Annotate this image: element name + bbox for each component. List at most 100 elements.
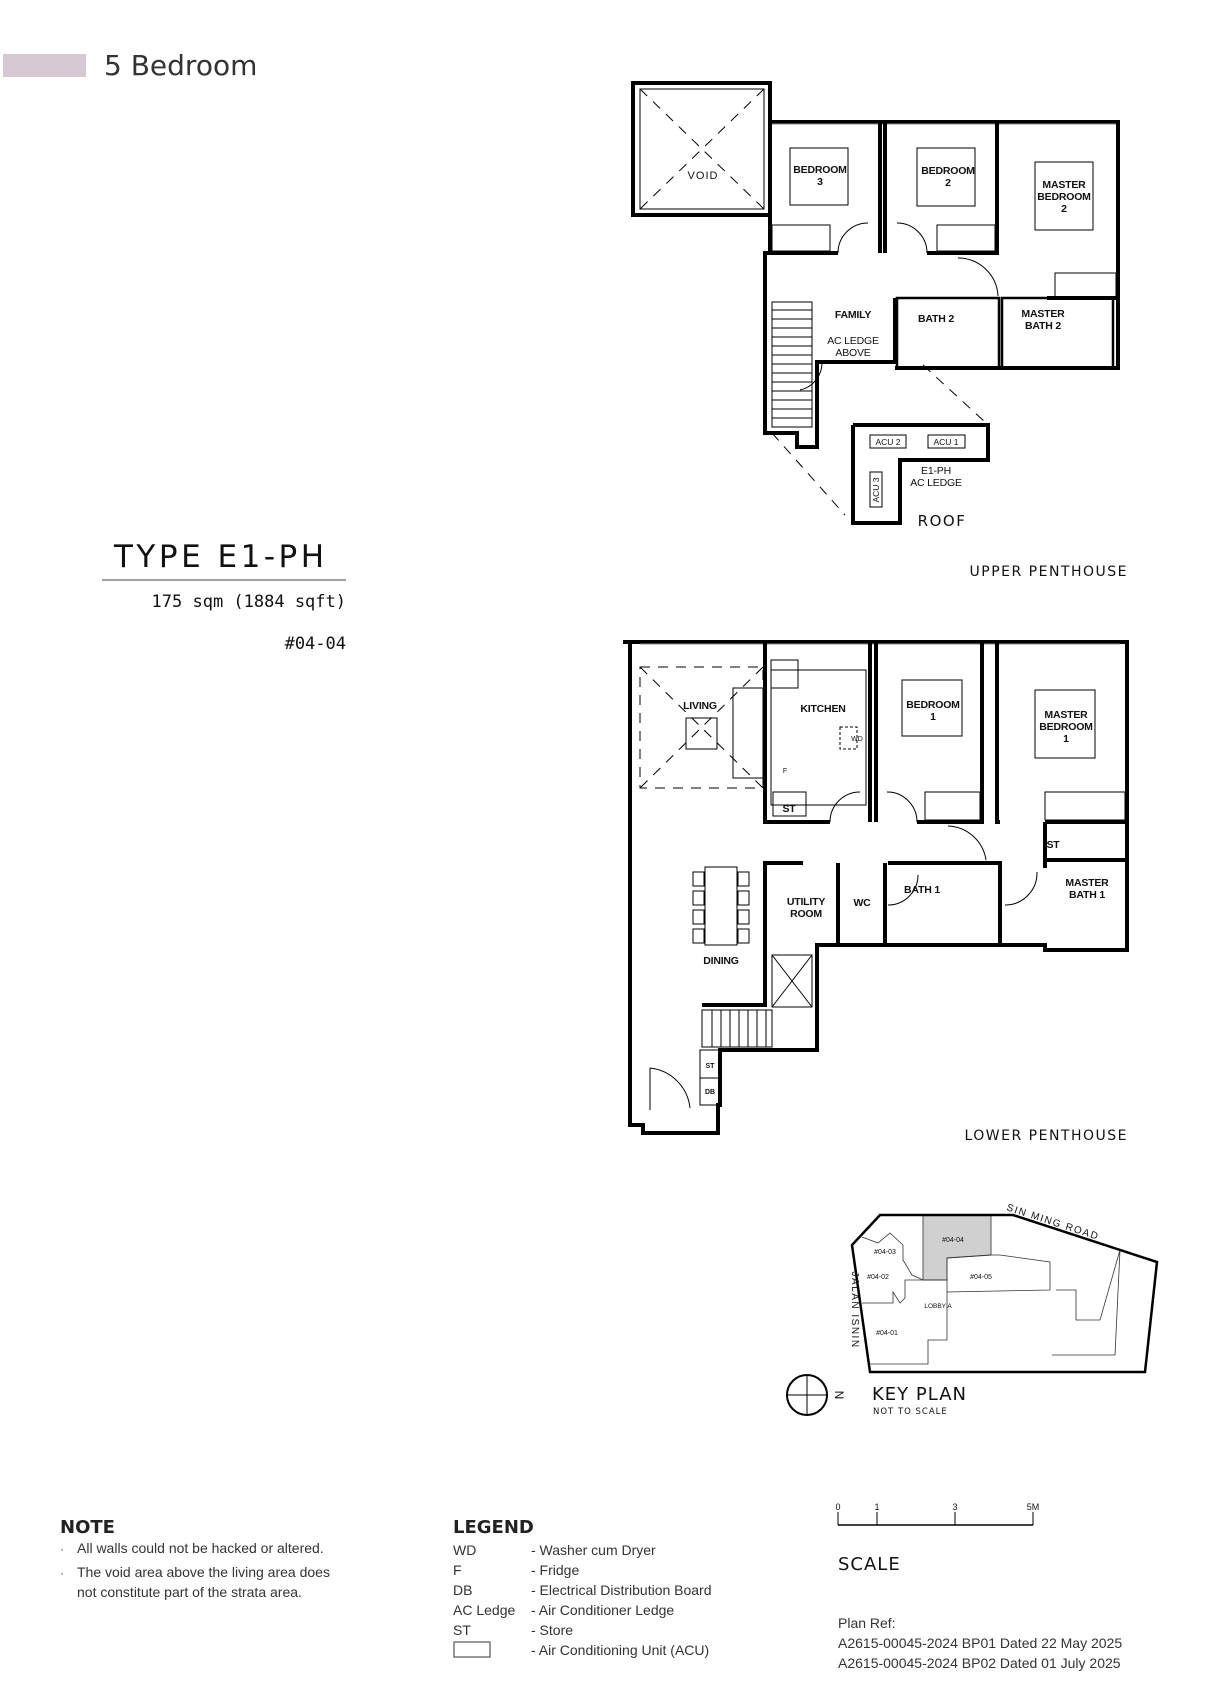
master-bedroom-2-label: MASTER xyxy=(1042,179,1086,191)
kitchen-label: KITCHEN xyxy=(800,703,845,715)
unit-number: #04-04 xyxy=(285,634,346,654)
upper-outer-wall xyxy=(770,120,1120,370)
sofa xyxy=(732,687,764,779)
wd-label: WD xyxy=(851,736,863,743)
bedroom-2-label: BEDROOM xyxy=(921,165,975,177)
dining-chair xyxy=(692,871,705,887)
bedroom-1-label: BEDROOM xyxy=(906,699,960,711)
key-plan-unit-label: #04-03 xyxy=(874,1249,896,1256)
ac-ledge-above-label: AC LEDGE xyxy=(827,335,879,347)
header-accent-bar xyxy=(3,54,86,77)
scale-section: 0 1 3 5M SCALE Plan Ref: A2615-00045-202… xyxy=(835,1502,1122,1671)
plan-ref-title: Plan Ref: xyxy=(838,1615,896,1631)
key-plan: #04-03 #04-04 #04-02 #04-05 LOBBY A #04-… xyxy=(786,1202,1159,1417)
bedroom-3-label: 3 xyxy=(817,176,823,188)
legend-description: - Fridge xyxy=(531,1562,579,1578)
upper-penthouse-plan: VOID ACU 2 ACU 1 xyxy=(631,81,1127,580)
ac-ledge-label: E1-PH xyxy=(921,465,951,477)
master-bedroom-1-label: 1 xyxy=(1063,733,1069,745)
dining-table xyxy=(704,866,738,946)
key-plan-subtitle: NOT TO SCALE xyxy=(873,1407,948,1417)
key-plan-highlight-unit xyxy=(922,1214,992,1281)
ac-ledge xyxy=(851,423,990,525)
dining-chair xyxy=(692,928,705,944)
note-item: The void area above the living area does xyxy=(77,1564,330,1580)
lower-staircase xyxy=(701,1009,773,1048)
acu-3-label: ACU 3 xyxy=(871,477,881,502)
legend-description: - Air Conditioner Ledge xyxy=(531,1602,674,1618)
master-bedroom-2-label: BEDROOM xyxy=(1037,191,1091,203)
dining-label: DINING xyxy=(703,955,739,967)
scale-tick-label: 1 xyxy=(874,1502,879,1512)
legend-key: ST xyxy=(453,1622,471,1638)
acu-2-label: ACU 2 xyxy=(875,437,900,447)
dining-chair xyxy=(737,928,750,944)
legend-key: WD xyxy=(453,1542,476,1558)
acu-1-label: ACU 1 xyxy=(933,437,958,447)
master-bath-1-label: MASTER xyxy=(1065,877,1109,889)
unit-area: 175 sqm (1884 sqft) xyxy=(152,592,346,612)
plan-ref-line: A2615-00045-2024 BP01 Dated 22 May 2025 xyxy=(838,1635,1122,1651)
north-arrow-icon: N xyxy=(786,1374,846,1416)
plan-ref-line: A2615-00045-2024 BP02 Dated 01 July 2025 xyxy=(838,1655,1121,1671)
master-bedroom-2-label: 2 xyxy=(1061,203,1067,215)
entrance-door xyxy=(649,1067,691,1109)
note-title: NOTE xyxy=(60,1517,115,1538)
master-store-label: ST xyxy=(1046,839,1060,851)
note-section: NOTE · All walls could not be hacked or … xyxy=(60,1517,330,1600)
unit-type: TYPE E1-PH xyxy=(113,539,328,575)
master-bath-2-label: MASTER xyxy=(1021,308,1065,320)
acu-3-box xyxy=(869,471,883,508)
legend-description: - Store xyxy=(531,1622,573,1638)
legend-title: LEGEND xyxy=(453,1517,534,1538)
legend-description: - Electrical Distribution Board xyxy=(531,1582,712,1598)
key-plan-unit-label: #04-02 xyxy=(867,1274,889,1281)
master-bedroom-1-label: BEDROOM xyxy=(1039,721,1093,733)
living-label: LIVING xyxy=(683,700,717,712)
legend-key: F xyxy=(453,1562,462,1578)
master-bedroom-1-label: MASTER xyxy=(1044,709,1088,721)
ac-ledge-label: AC LEDGE xyxy=(910,477,962,489)
key-plan-unit-label: #04-05 xyxy=(970,1274,992,1281)
svg-text:·: · xyxy=(60,1566,64,1580)
road-label-left: JALAN ISNIN xyxy=(849,1271,860,1348)
note-item: All walls could not be hacked or altered… xyxy=(77,1540,324,1556)
legend-key: DB xyxy=(453,1582,472,1598)
key-plan-title: KEY PLAN xyxy=(872,1384,967,1405)
road-label-top: SIN MING ROAD xyxy=(1005,1202,1100,1242)
db-label: DB xyxy=(705,1089,715,1096)
legend-key: AC Ledge xyxy=(453,1602,515,1618)
note-item: not constitute part of the strata area. xyxy=(77,1584,302,1600)
lower-penthouse-plan: LIVING KITCHEN WD F ST BEDROOM 1 MASTER … xyxy=(623,640,1129,1144)
svg-text:·: · xyxy=(60,1542,64,1556)
bath-2-label: BATH 2 xyxy=(918,313,954,325)
acu-1-box xyxy=(927,434,966,449)
acu-legend-symbol xyxy=(453,1641,491,1658)
scale-title: SCALE xyxy=(838,1554,901,1575)
utility-room-label: ROOM xyxy=(790,908,822,920)
bedroom-3-label: BEDROOM xyxy=(793,164,847,176)
kitchen-store-label: ST xyxy=(782,803,796,815)
void-label: VOID xyxy=(688,170,719,182)
scale-tick-label: 3 xyxy=(952,1502,957,1512)
north-label: N xyxy=(832,1391,846,1400)
bath-1-label: BATH 1 xyxy=(904,884,940,896)
fridge-label: F xyxy=(783,768,787,775)
dining-chair xyxy=(692,909,705,925)
entry-store-label: ST xyxy=(706,1063,716,1070)
wc-label: WC xyxy=(853,897,871,909)
dining-chair xyxy=(737,871,750,887)
key-plan-unit-label: #04-01 xyxy=(876,1330,898,1337)
dining-chair xyxy=(737,909,750,925)
lower-penthouse-caption: LOWER PENTHOUSE xyxy=(964,1128,1128,1144)
dining-chair xyxy=(692,890,705,906)
utility-room-label: UTILITY xyxy=(787,896,825,908)
key-plan-unit-label: #04-04 xyxy=(942,1237,964,1244)
master-bath-1-label: BATH 1 xyxy=(1069,889,1105,901)
key-plan-site-outline xyxy=(850,1213,1159,1374)
ac-ledge-above-label: ABOVE xyxy=(835,347,870,359)
dining-chair xyxy=(737,890,750,906)
void-area xyxy=(631,81,772,217)
